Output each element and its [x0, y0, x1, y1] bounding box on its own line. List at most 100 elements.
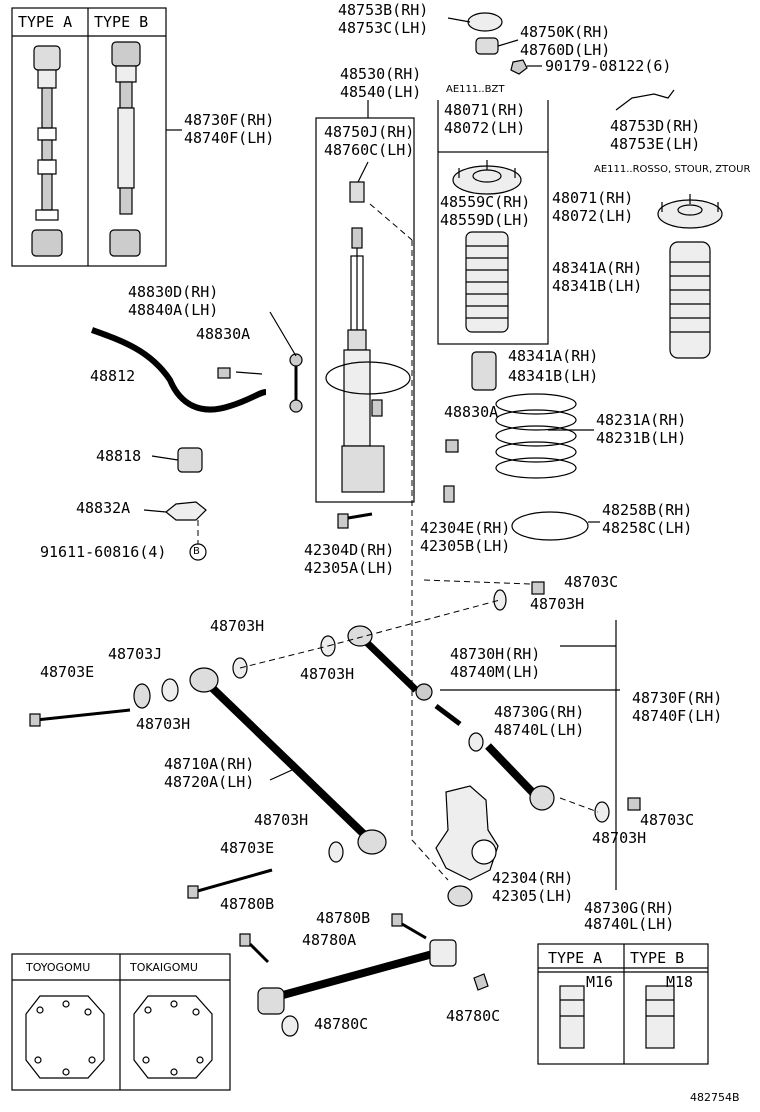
part-label-42304e[interactable]: 42304E(RH) — [420, 519, 511, 537]
part-label-48231a[interactable]: 48231A(RH) — [596, 411, 687, 429]
part-label-48753b[interactable]: 48753B(RH) — [338, 1, 429, 19]
nut-48830a-icon — [217, 367, 231, 379]
part-label-48071-b[interactable]: 48071(RH) — [552, 189, 634, 207]
part-label-91611[interactable]: 91611-60816(4) — [40, 543, 167, 561]
part-label-48760d[interactable]: 48760D(LH) — [520, 41, 611, 59]
bolt-type-inset-box — [537, 943, 709, 1065]
part-label-48703e-b[interactable]: 48703E — [220, 839, 275, 857]
part-label-48072-b[interactable]: 48072(LH) — [552, 207, 634, 225]
nut-icon — [510, 59, 528, 75]
long-bolt-icon — [35, 708, 131, 722]
nut-48780c-icon — [473, 973, 489, 991]
stabilizer-bracket-icon — [165, 501, 207, 521]
part-label-48840a[interactable]: 48840A(LH) — [128, 301, 219, 319]
part-label-48341a-center[interactable]: 48341A(RH) — [508, 347, 599, 365]
part-label-48818[interactable]: 48818 — [96, 447, 142, 465]
part-label-48530[interactable]: 48530(RH) — [340, 65, 422, 83]
part-label-42304d[interactable]: 42304D(RH) — [304, 541, 395, 559]
part-label-48559c[interactable]: 48559C(RH) — [440, 193, 531, 211]
note-ae111-rosso: AE111..ROSSO, STOUR, ZTOUR — [594, 164, 751, 175]
part-label-48780a[interactable]: 48780A — [302, 931, 357, 949]
part-label-48830a-a[interactable]: 48830A — [196, 325, 251, 343]
part-label-48780b-a[interactable]: 48780B — [220, 895, 275, 913]
mount-plate-icon — [452, 160, 522, 195]
part-label-48341b-right[interactable]: 48341B(LH) — [552, 277, 643, 295]
part-label-48703e-a[interactable]: 48703E — [40, 663, 95, 681]
inset-bolt-type-a-label: TYPE A — [548, 949, 603, 967]
part-label-48780b-b[interactable]: 48780B — [316, 909, 371, 927]
inset-toyogomu-label: TOYOGOMU — [26, 961, 91, 974]
part-label-42304[interactable]: 42304(RH) — [492, 869, 574, 887]
part-label-48703h-c[interactable]: 48703H — [300, 665, 355, 683]
part-label-48559d[interactable]: 48559D(LH) — [440, 211, 531, 229]
part-label-42305b[interactable]: 42305B(LH) — [420, 537, 511, 555]
part-label-48720a[interactable]: 48720A(LH) — [164, 773, 255, 791]
part-label-48730g-b[interactable]: 48730G(RH) — [584, 899, 675, 917]
long-bolt-b-icon — [193, 868, 273, 894]
rear-axle-carrier-icon — [435, 785, 499, 907]
part-label-48740m[interactable]: 48740M(LH) — [450, 663, 541, 681]
part-label-48341a-right[interactable]: 48341A(RH) — [552, 259, 643, 277]
part-label-48740f-top[interactable]: 48740F(LH) — [184, 129, 275, 147]
part-label-48740l-b[interactable]: 48740L(LH) — [584, 915, 675, 933]
part-label-48753d[interactable]: 48753D(RH) — [610, 117, 701, 135]
part-label-48071-a[interactable]: 48071(RH) — [444, 101, 526, 119]
bump-stopper-boot-icon — [669, 241, 711, 359]
part-label-48703h-f[interactable]: 48703H — [592, 829, 647, 847]
lateral-rod-type-b-icon — [109, 41, 141, 257]
part-label-48760c[interactable]: 48760C(LH) — [324, 141, 415, 159]
part-label-48730h[interactable]: 48730H(RH) — [450, 645, 541, 663]
part-label-48258c[interactable]: 48258C(LH) — [602, 519, 693, 537]
figure-code: 482754B — [690, 1091, 740, 1104]
lower-link-icon — [485, 743, 555, 811]
part-label-48740f-mid[interactable]: 48740F(LH) — [632, 707, 723, 725]
part-label-48703c-a[interactable]: 48703C — [564, 573, 619, 591]
part-label-48780c-b[interactable]: 48780C — [446, 1007, 501, 1025]
washer-48703h-b-icon — [161, 678, 179, 702]
part-label-48753e[interactable]: 48753E(LH) — [610, 135, 701, 153]
seal-tokaigomu-icon — [133, 995, 213, 1079]
part-label-48753c[interactable]: 48753C(LH) — [338, 19, 429, 37]
part-label-48258b[interactable]: 48258B(RH) — [602, 501, 693, 519]
washer-48703h-icon — [493, 589, 507, 611]
part-label-48703j[interactable]: 48703J — [108, 645, 163, 663]
part-label-48750k[interactable]: 48750K(RH) — [520, 23, 611, 41]
part-label-48540[interactable]: 48540(LH) — [340, 83, 422, 101]
part-label-48341b-center[interactable]: 48341B(LH) — [508, 367, 599, 385]
part-label-42305a[interactable]: 42305A(LH) — [304, 559, 395, 577]
inset-type-b-label: TYPE B — [94, 13, 149, 31]
part-label-48750j[interactable]: 48750J(RH) — [324, 123, 415, 141]
part-label-48832a[interactable]: 48832A — [76, 499, 131, 517]
part-label-48780c-a[interactable]: 48780C — [314, 1015, 369, 1033]
part-label-48703h-e[interactable]: 48703H — [254, 811, 309, 829]
washer-48780c-icon — [281, 1015, 299, 1037]
part-label-48830d[interactable]: 48830D(RH) — [128, 283, 219, 301]
adjusting-bolt-icon — [434, 704, 462, 726]
part-label-48730f-top[interactable]: 48730F(RH) — [184, 111, 275, 129]
note-ae111-bzt: AE111..BZT — [446, 84, 505, 95]
bolt-48780b-icon — [239, 933, 251, 947]
inset-m18-label: M18 — [666, 973, 694, 991]
part-label-48740l-a[interactable]: 48740L(LH) — [494, 721, 585, 739]
part-label-42305[interactable]: 42305(LH) — [492, 887, 574, 905]
stabilizer-bar-icon — [90, 327, 267, 413]
part-label-48710a[interactable]: 48710A(RH) — [164, 755, 255, 773]
part-label-48703h-a[interactable]: 48703H — [530, 595, 585, 613]
part-label-48072-a[interactable]: 48072(LH) — [444, 119, 526, 137]
part-label-48703c-b[interactable]: 48703C — [640, 811, 695, 829]
part-label-48730g-a[interactable]: 48730G(RH) — [494, 703, 585, 721]
part-label-48703h-d[interactable]: 48703H — [136, 715, 191, 733]
part-label-48703h-b[interactable]: 48703H — [210, 617, 265, 635]
part-label-90179[interactable]: 90179-08122(6) — [545, 57, 672, 75]
bolt-48780b-b-icon — [391, 913, 403, 927]
part-label-48730f-mid[interactable]: 48730F(RH) — [632, 689, 723, 707]
part-label-48830a-b[interactable]: 48830A — [444, 403, 499, 421]
part-label-48231b[interactable]: 48231B(LH) — [596, 429, 687, 447]
washer-48703j-icon — [133, 683, 151, 709]
dust-cap-icon — [467, 12, 503, 32]
nut-48703c-icon — [531, 581, 545, 595]
lower-arm-icon — [189, 667, 387, 855]
washer-48703h-f-icon — [594, 801, 610, 823]
part-label-48812[interactable]: 48812 — [90, 367, 136, 385]
bracket-icon — [615, 89, 675, 111]
